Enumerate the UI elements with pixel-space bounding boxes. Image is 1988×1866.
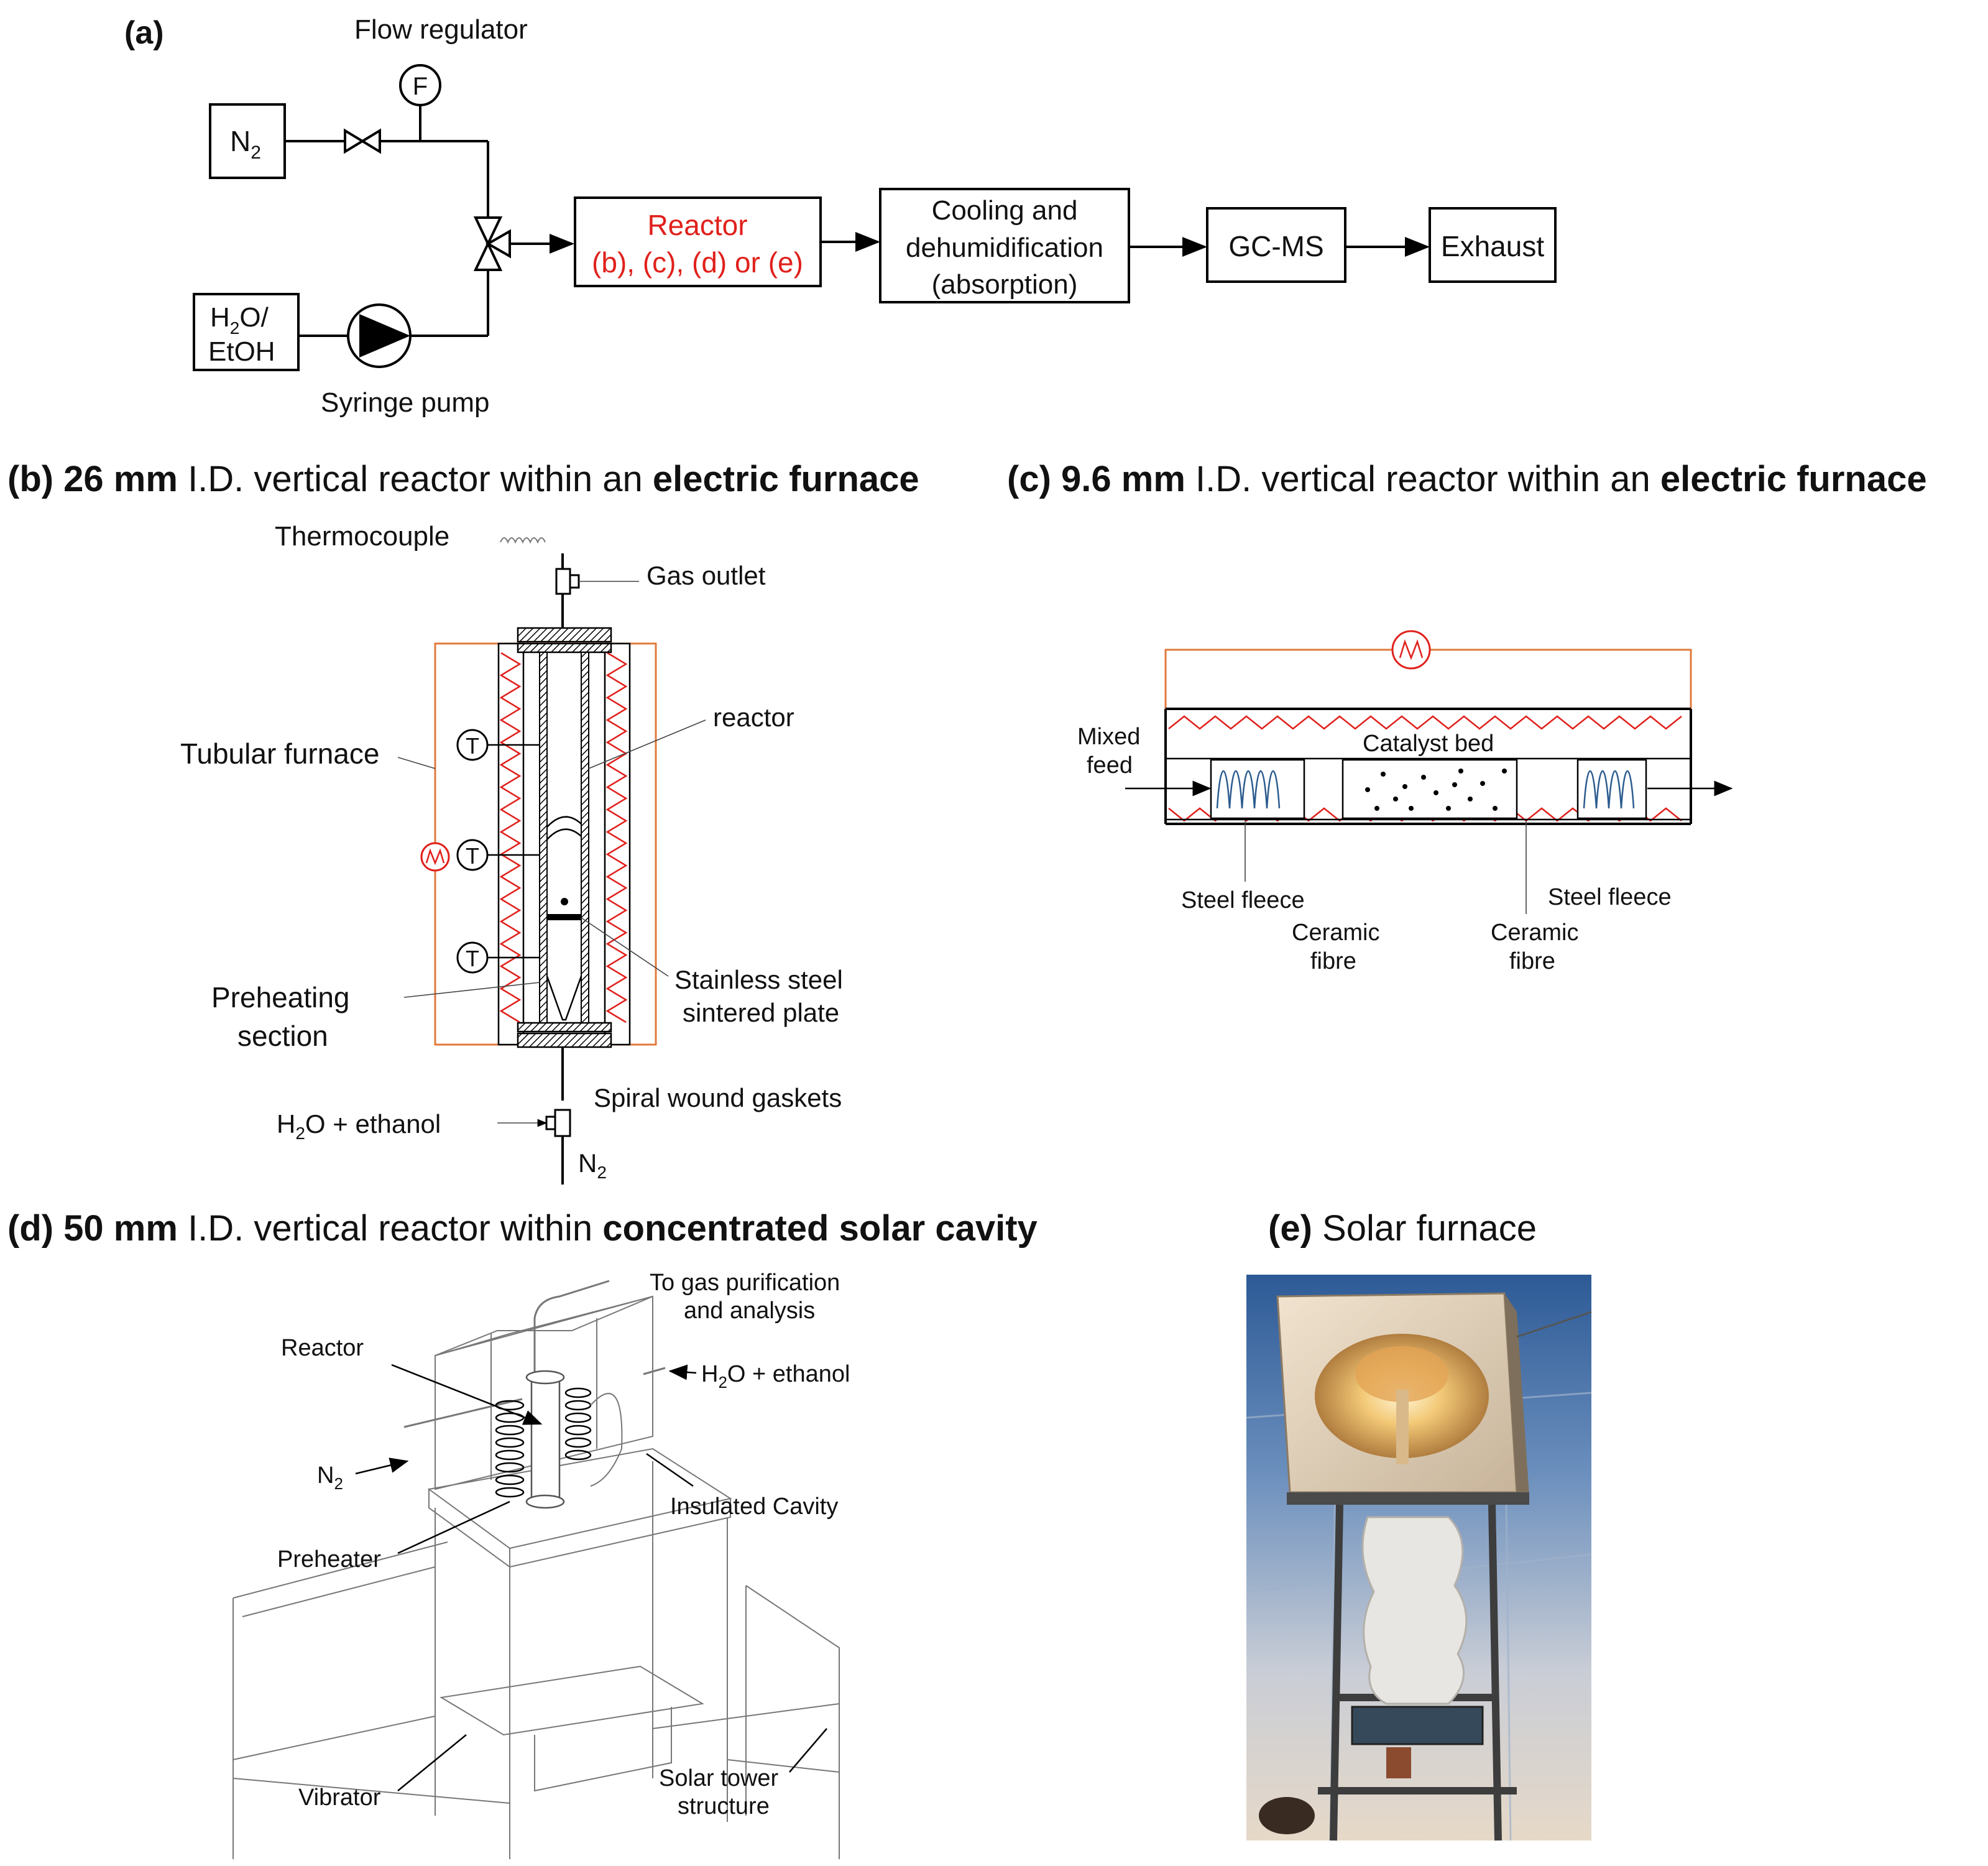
gcms-box [1206, 207, 1346, 283]
panel-a-label: (a) [124, 15, 164, 51]
feed-label-b: H2O + ethanol [277, 1109, 441, 1143]
thermocouple-icon [500, 537, 546, 544]
svg-text:T: T [466, 843, 479, 869]
panel-d-diagram: (d) 50 mm I.D. vertical reactor within c… [7, 1208, 1038, 1859]
cooling-label-2: dehumidification [906, 233, 1103, 263]
n2-label-b: N2 [578, 1148, 607, 1182]
insulated-cavity-drawing [232, 1280, 840, 1859]
stainless-label-1: Stainless steel [674, 965, 843, 994]
n2-label: N2 [230, 125, 261, 163]
gas-outlet-label: Gas outlet [647, 561, 766, 590]
svg-text:T: T [466, 733, 479, 759]
panel-d-title: (d) 50 mm I.D. vertical reactor within c… [7, 1208, 1038, 1249]
steel-fleece-left-icon [1216, 770, 1281, 809]
reactor-label: Reactor [647, 209, 747, 241]
exhaust-box [1429, 207, 1557, 283]
preheating-label-1: Preheating [211, 981, 350, 1014]
cooling-box [879, 188, 1130, 303]
syringe-pump-label: Syringe pump [321, 387, 489, 418]
h2o-etoh-box [193, 293, 300, 371]
cooling-label-3: (absorption) [932, 269, 1078, 300]
exhaust-label: Exhaust [1441, 230, 1544, 262]
reactor-options-label: (b), (c), (d) or (e) [592, 246, 803, 279]
ceramic-right-label-1: Ceramic [1491, 920, 1578, 946]
svg-text:T: T [466, 946, 479, 971]
steel-fleece-right-label: Steel fleece [1548, 884, 1672, 910]
h2o-label: H2O/ [210, 302, 269, 338]
thermocouple-label: Thermocouple [275, 521, 449, 552]
cooling-label-1: Cooling and [932, 195, 1078, 226]
preheater-coil-icon [495, 1387, 592, 1498]
reactor-label-b: reactor [713, 703, 794, 732]
panel-a-flow-diagram: (a) Flow regulator N2 F H2O/ EtOH Syring… [124, 14, 1557, 418]
vibrator-label: Vibrator [298, 1785, 381, 1811]
reactor-box [574, 196, 822, 287]
catalyst-bed-label: Catalyst bed [1363, 731, 1494, 757]
heater-icon-c [1391, 630, 1431, 670]
panel-e-photo: (e) Solar furnace [1246, 1208, 1592, 1841]
flow-regulator-label: Flow regulator [354, 14, 528, 45]
feed-label-d: H2O + ethanol [701, 1361, 850, 1392]
n2-label-d: N2 [317, 1462, 343, 1493]
stainless-label-2: sintered plate [683, 998, 839, 1027]
steel-fleece-left-label: Steel fleece [1181, 887, 1305, 913]
ceramic-right-label-2: fibre [1509, 948, 1555, 974]
reactor-label-d: Reactor [281, 1335, 364, 1361]
insulated-cavity-label: Insulated Cavity [670, 1494, 838, 1520]
ceramic-left-label-2: fibre [1310, 948, 1356, 974]
mixed-feed-label-2: feed [1087, 752, 1133, 778]
gcms-label: GC-MS [1228, 230, 1323, 262]
ceramic-left-label-1: Ceramic [1292, 920, 1379, 946]
insulation-wrap [1361, 1516, 1468, 1705]
preheater-label: Preheater [277, 1546, 381, 1573]
gas-purification-label-1: To gas purification [650, 1270, 840, 1296]
panel-b-title: (b) 26 mm I.D. vertical reactor within a… [7, 459, 919, 499]
panel-c-title: (c) 9.6 mm I.D. vertical reactor within … [1007, 459, 1927, 499]
three-way-valve-icon [473, 216, 511, 271]
etoh-label: EtOH [208, 336, 275, 367]
catalyst-particles [1365, 769, 1507, 811]
gas-purification-label-2: and analysis [684, 1298, 815, 1324]
valve-icon [344, 128, 381, 154]
n2-box [209, 103, 286, 179]
preheating-label-2: section [237, 1020, 328, 1052]
heater-icon [420, 842, 450, 872]
mixed-feed-label-1: Mixed [1077, 724, 1140, 750]
solar-tower-label-1: Solar tower [659, 1765, 779, 1791]
panel-b-diagram: (b) 26 mm I.D. vertical reactor within a… [7, 459, 919, 1185]
panel-c-diagram: (c) 9.6 mm I.D. vertical reactor within … [1007, 459, 1927, 974]
spiral-gaskets-label: Spiral wound gaskets [594, 1083, 842, 1112]
steel-fleece-right-icon [1583, 770, 1635, 809]
solar-tower-label-2: structure [678, 1793, 770, 1819]
panel-e-title: (e) Solar furnace [1268, 1208, 1537, 1249]
flow-regulator-symbol: F [413, 73, 428, 100]
tubular-furnace-label: Tubular furnace [180, 737, 379, 770]
flow-regulator-icon [399, 64, 441, 106]
